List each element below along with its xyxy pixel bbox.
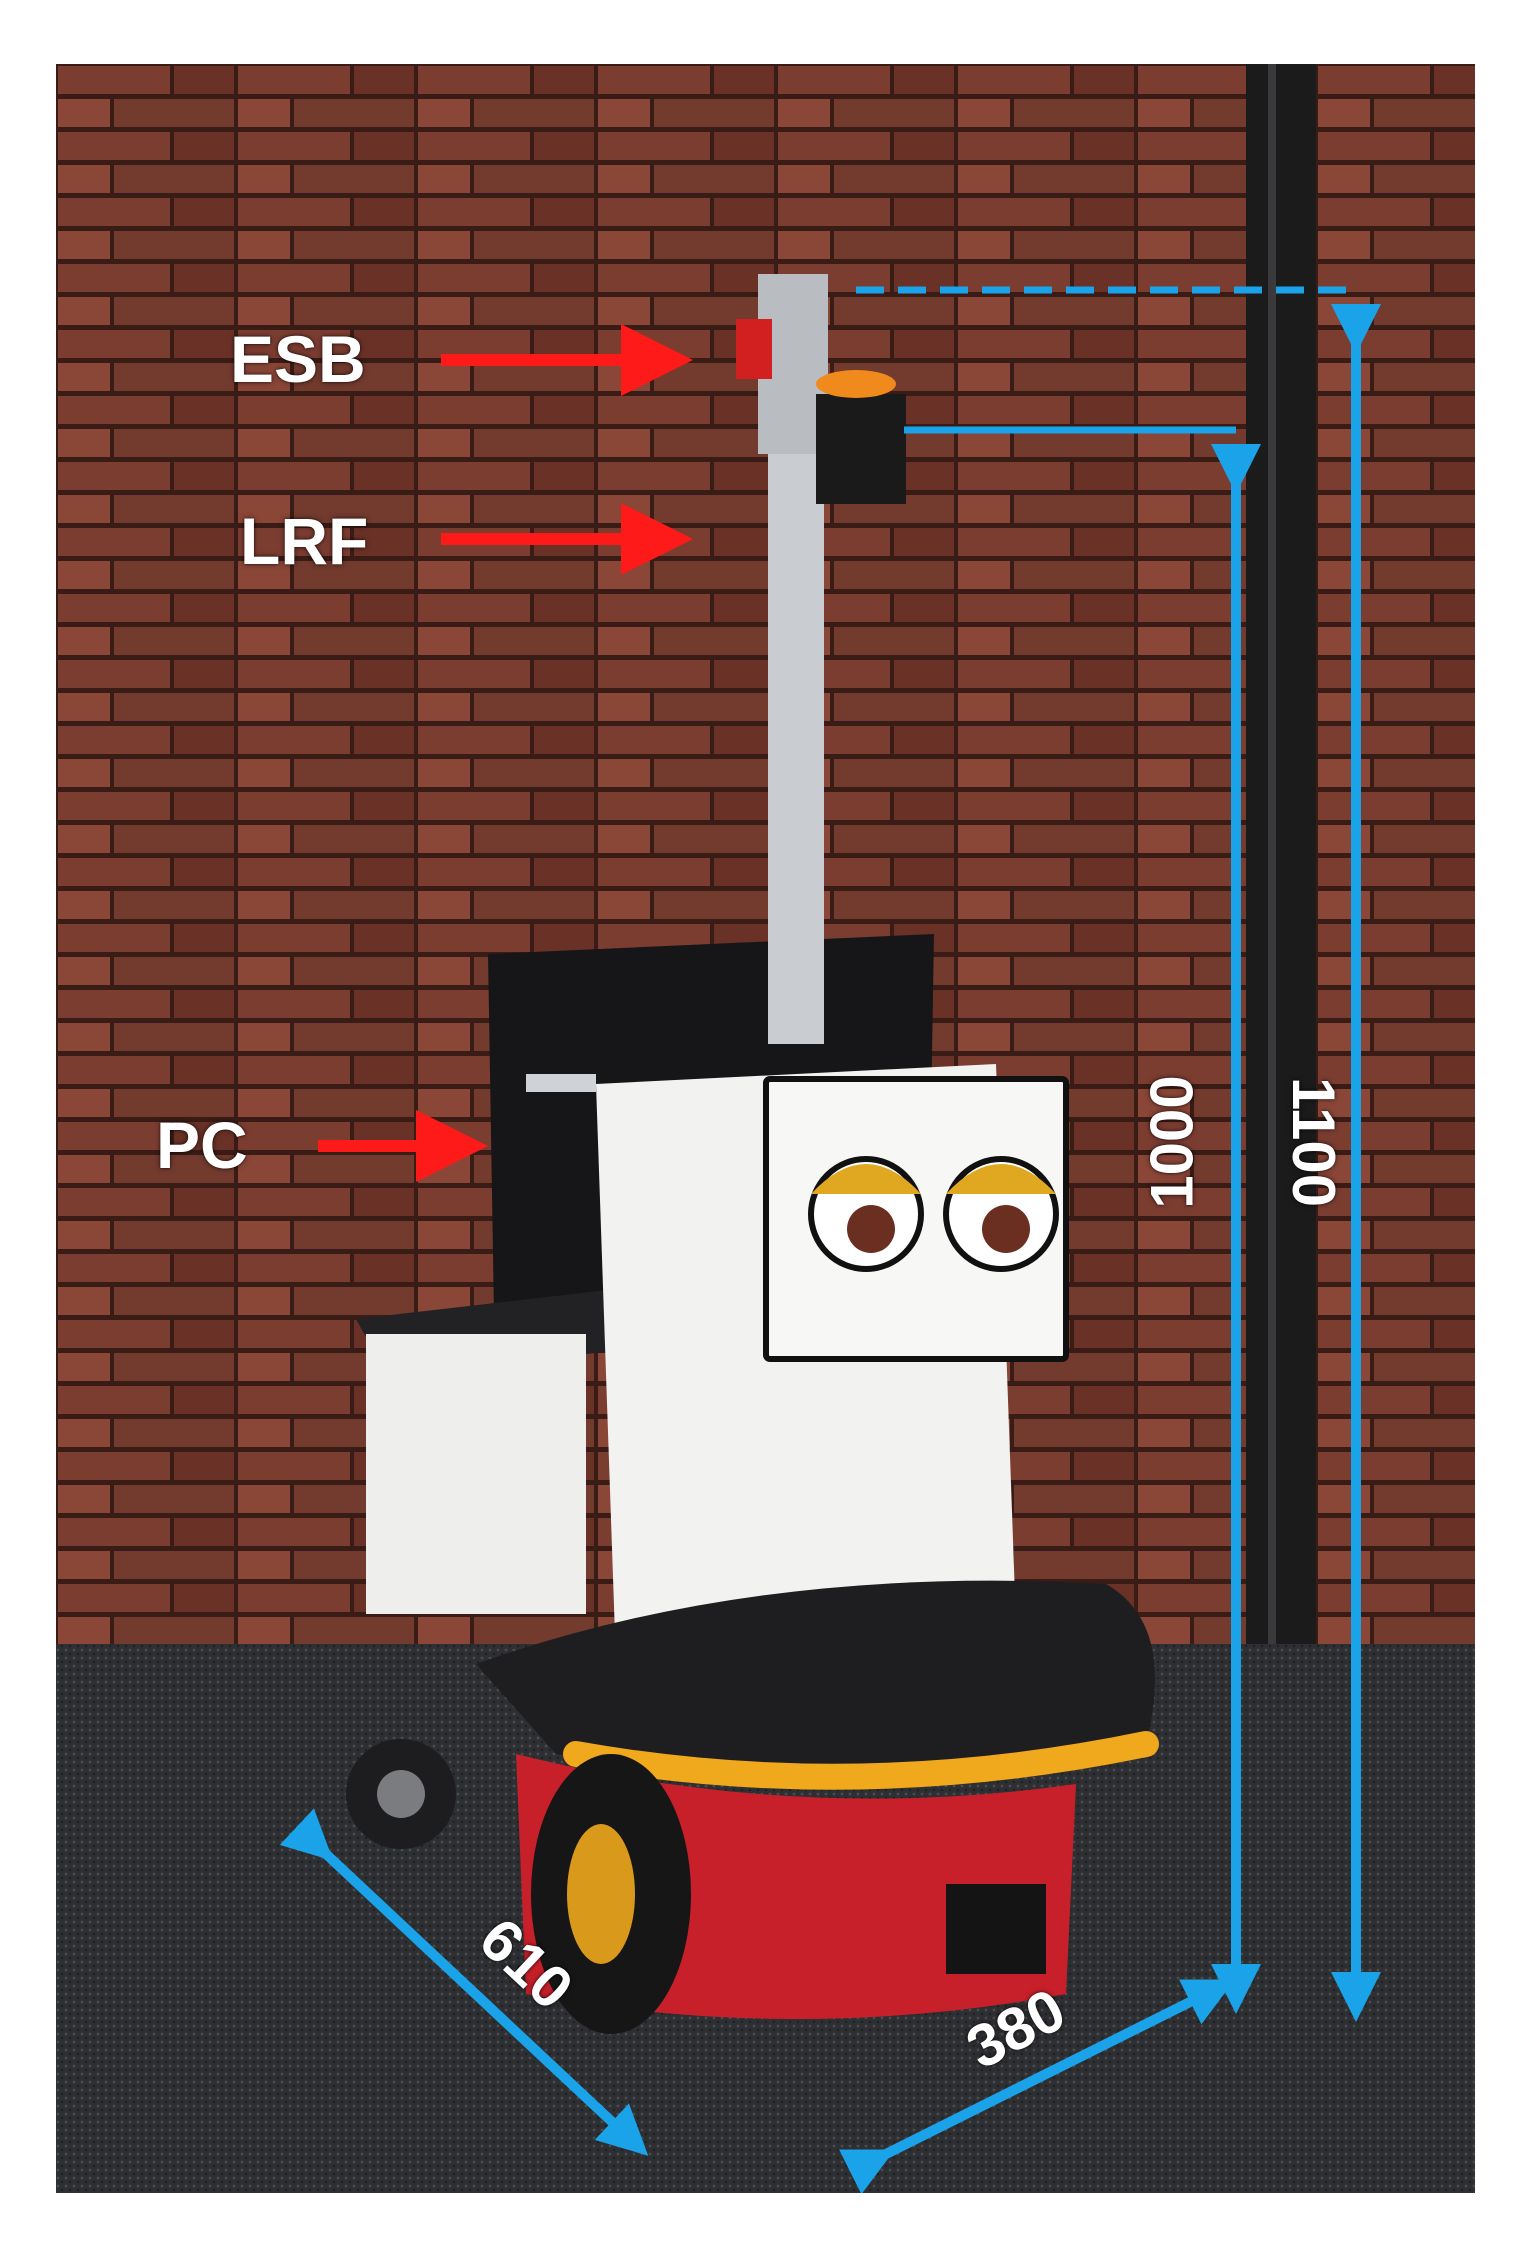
lrf-height-label: 1000 bbox=[1138, 1075, 1206, 1209]
lrf-label: LRF bbox=[240, 504, 369, 578]
length-arrow bbox=[279, 1808, 649, 2156]
robot-photo: ESB LRF PC 1000 1100 610 380 bbox=[56, 64, 1475, 2193]
esb-sensor bbox=[736, 319, 772, 379]
lrf-sensor bbox=[816, 394, 906, 504]
mast bbox=[768, 394, 824, 1044]
pc-label: PC bbox=[156, 1108, 248, 1182]
face-panel bbox=[763, 1076, 1069, 1362]
base-deck bbox=[476, 1580, 1155, 1777]
annotation-overlay bbox=[279, 286, 1381, 2193]
rear-lrf bbox=[946, 1884, 1046, 1974]
width-arrow bbox=[839, 1979, 1235, 2193]
esb-label: ESB bbox=[230, 322, 366, 396]
bumper bbox=[563, 1731, 1159, 1790]
total-height-label: 1100 bbox=[1280, 1076, 1348, 1208]
left-box bbox=[366, 1334, 586, 1614]
